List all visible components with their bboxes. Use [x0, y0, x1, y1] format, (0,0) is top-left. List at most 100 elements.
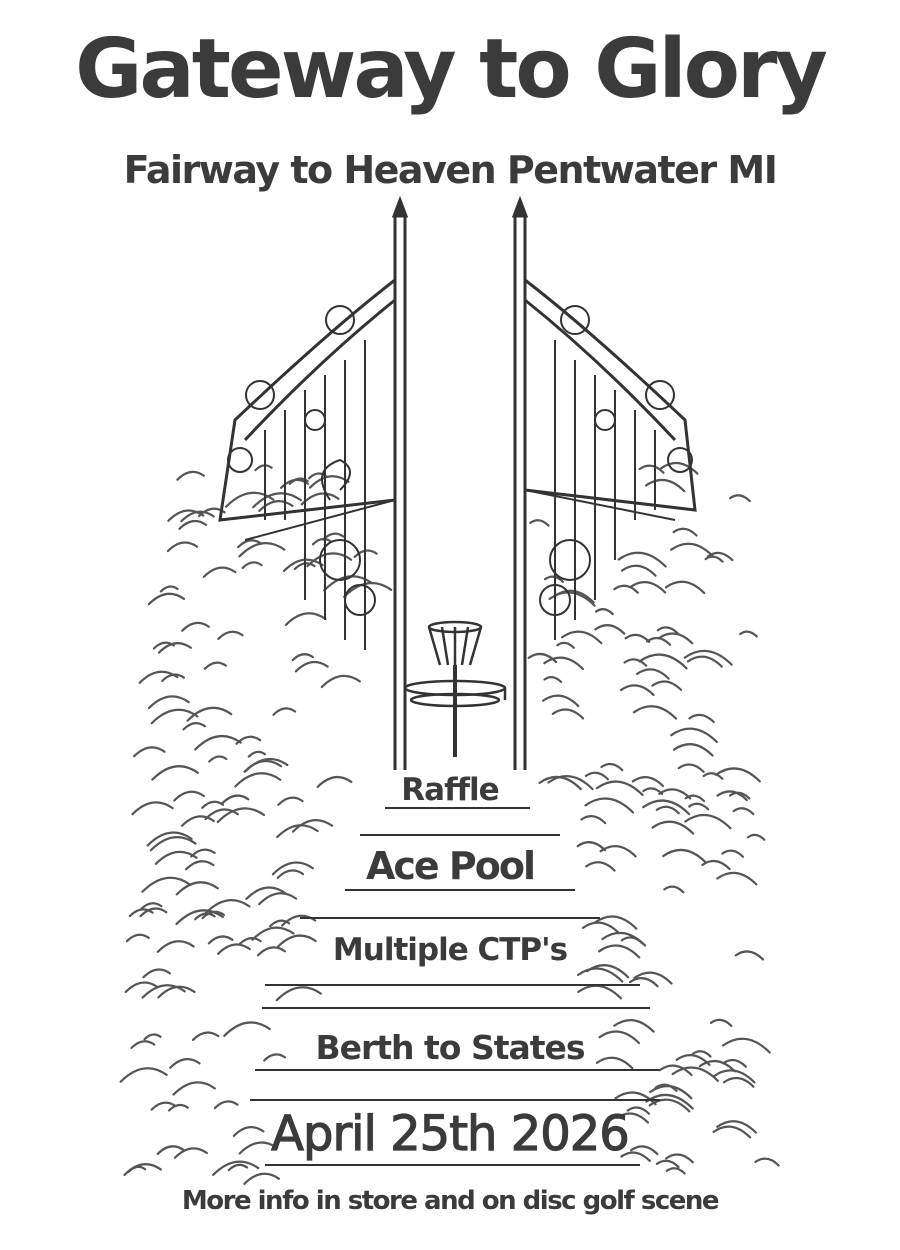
feature-berth: Berth to States [315, 1028, 585, 1067]
cloud-stroke [538, 775, 582, 791]
cloud-stroke [190, 848, 216, 858]
cloud-stroke [629, 581, 667, 594]
cloud-stroke [716, 1120, 758, 1134]
cloud-stroke [191, 1031, 220, 1042]
cloud-stroke [127, 1165, 147, 1173]
cloud-stroke [600, 762, 624, 772]
cloud-stroke [178, 519, 208, 530]
cloud-stroke [212, 1160, 260, 1176]
cloud-stroke [128, 908, 154, 918]
cloud-stroke [683, 649, 733, 666]
cloud-stroke [739, 630, 758, 638]
cloud-stroke [597, 944, 641, 959]
cloud-stroke [709, 1018, 733, 1027]
cloud-stroke [633, 971, 673, 985]
cloud-stroke [672, 527, 698, 537]
cloud-stroke [176, 470, 205, 481]
cloud-stroke [157, 985, 196, 999]
cloud-stroke [543, 656, 585, 671]
cloud-stroke [638, 653, 688, 670]
cloud-stroke [632, 705, 678, 720]
cloud-stroke [141, 984, 186, 999]
cloud-stroke [638, 464, 665, 474]
cloud-stroke [642, 787, 664, 796]
cloud-stroke [234, 772, 282, 788]
cloud-stroke [119, 1067, 168, 1083]
cloud-stroke [186, 706, 233, 722]
cloud-stroke [166, 541, 199, 553]
cloud-stroke [671, 1066, 719, 1082]
cloud-stroke [617, 551, 667, 568]
clouds-illustration [119, 461, 780, 1185]
cloud-stroke [663, 885, 685, 894]
cloud-stroke [147, 592, 186, 606]
cloud-stroke [626, 1106, 651, 1115]
cloud-stroke [658, 1064, 693, 1077]
cloud-stroke [244, 757, 289, 773]
cloud-stroke [701, 859, 731, 871]
cloud-stroke [180, 510, 215, 523]
cloud-stroke [131, 801, 174, 816]
disc-golf-basket-icon [403, 620, 507, 757]
cloud-stroke [216, 807, 266, 824]
cloud-stroke [584, 797, 635, 814]
poster-title: Gateway to Glory [75, 22, 828, 117]
cloud-stroke [238, 1141, 279, 1155]
cloud-stroke [527, 652, 558, 664]
cloud-stroke [204, 899, 251, 915]
cloud-stroke [143, 1033, 162, 1041]
cloud-stroke [599, 845, 637, 858]
cloud-stroke [323, 575, 374, 592]
stair-steps-illustration [250, 807, 660, 1166]
cloud-stroke [624, 633, 651, 643]
cloud-stroke [225, 491, 275, 508]
cloud-stroke [147, 695, 190, 710]
left-gate-illustration [218, 195, 409, 770]
cloud-stroke [728, 791, 751, 800]
cloud-stroke [620, 1151, 651, 1162]
cloud-stroke [182, 722, 206, 731]
cloud-stroke [551, 708, 585, 720]
cloud-stroke [620, 936, 644, 945]
cloud-stroke [721, 1037, 771, 1054]
cloud-stroke [593, 915, 638, 930]
cloud-stroke [670, 727, 718, 744]
cloud-stroke [152, 641, 175, 650]
cloud-stroke [202, 566, 237, 579]
cloud-stroke [172, 1081, 216, 1096]
cloud-stroke [208, 755, 228, 763]
cloud-stroke [561, 630, 603, 645]
cloud-stroke [543, 676, 563, 684]
cloud-stroke [665, 1153, 694, 1164]
cloud-stroke [662, 848, 707, 864]
cloud-stroke [277, 796, 304, 806]
cloud-stroke [655, 805, 680, 815]
cloud-stroke [585, 861, 616, 872]
cloud-stroke [732, 807, 755, 816]
cloud-stroke [203, 661, 227, 670]
cloud-stroke [548, 591, 596, 607]
cloud-stroke [698, 1060, 736, 1073]
cloud-stroke [201, 910, 226, 920]
cloud-stroke [311, 537, 333, 546]
cloud-stroke [300, 492, 340, 506]
cloud-stroke [142, 968, 171, 979]
cloud-stroke [651, 680, 683, 692]
cloud-stroke [722, 1058, 748, 1068]
cloud-stroke [657, 632, 694, 645]
cloud-stroke [254, 464, 273, 472]
cloud-stroke [664, 580, 706, 595]
cloud-stroke [276, 934, 317, 948]
cloud-stroke [252, 492, 302, 509]
cloud-stroke [580, 815, 607, 825]
cloud-stroke [704, 555, 724, 563]
cloud-stroke [702, 772, 724, 780]
cloud-stroke [594, 608, 614, 616]
cloud-stroke [223, 1021, 271, 1037]
cloud-stroke [288, 477, 309, 485]
cloud-stroke [577, 984, 623, 1000]
cloud-stroke [320, 674, 361, 689]
cloud-stroke [649, 1085, 693, 1100]
cloud-stroke [294, 660, 329, 673]
